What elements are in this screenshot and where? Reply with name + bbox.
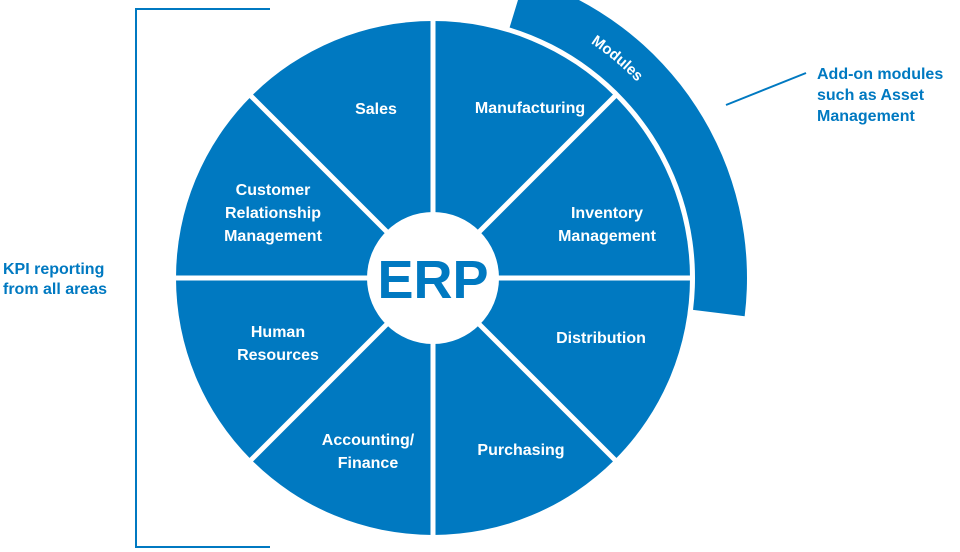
- addon-note: Add-on modules such as Asset Management: [817, 66, 948, 125]
- segment-label-accounting: Accounting/Finance: [322, 432, 415, 472]
- segment-label-line: Human: [251, 324, 305, 341]
- addon-note-line: such as Asset: [817, 87, 925, 104]
- segment-crm: [176, 96, 433, 278]
- segment-label-line: Management: [558, 228, 656, 245]
- kpi-bracket: [135, 8, 270, 548]
- segment-label-line: Purchasing: [477, 442, 564, 459]
- segment-label-line: Customer: [236, 182, 311, 199]
- segment-manufacturing: [433, 21, 615, 278]
- segment-label-sales: Sales: [355, 101, 397, 118]
- segment-hr: [176, 278, 433, 460]
- segment-label-line: Distribution: [556, 330, 646, 347]
- module-segments: [174, 19, 692, 537]
- segment-purchasing: [433, 278, 615, 535]
- kpi-note-line: from all areas: [3, 281, 107, 298]
- segment-sales: [251, 21, 433, 278]
- center-hub: [367, 212, 499, 344]
- segment-accounting: [251, 278, 433, 535]
- segment-label-line: Manufacturing: [475, 100, 585, 117]
- addon-note-line: Add-on modules: [817, 66, 943, 83]
- segment-inventory: [433, 96, 690, 278]
- segment-label-line: Sales: [355, 101, 397, 118]
- segment-label-line: Resources: [237, 347, 319, 364]
- segment-label-manufacturing: Manufacturing: [475, 100, 585, 117]
- segment-label-line: Management: [224, 228, 322, 245]
- kpi-note: KPI reporting from all areas: [3, 261, 109, 298]
- segment-label-line: Finance: [338, 455, 399, 472]
- segment-label-line: Accounting/: [322, 432, 415, 449]
- center-label: ERP: [377, 250, 488, 310]
- addon-note-line: Management: [817, 108, 915, 125]
- modules-arc-band: [509, 0, 747, 317]
- segment-distribution: [433, 278, 690, 460]
- segment-label-line: Inventory: [571, 205, 643, 222]
- segment-label-line: Relationship: [225, 205, 321, 222]
- kpi-note-line: KPI reporting: [3, 261, 104, 278]
- addon-connector: [725, 72, 807, 106]
- segment-label-distribution: Distribution: [556, 330, 646, 347]
- segment-label-purchasing: Purchasing: [477, 442, 564, 459]
